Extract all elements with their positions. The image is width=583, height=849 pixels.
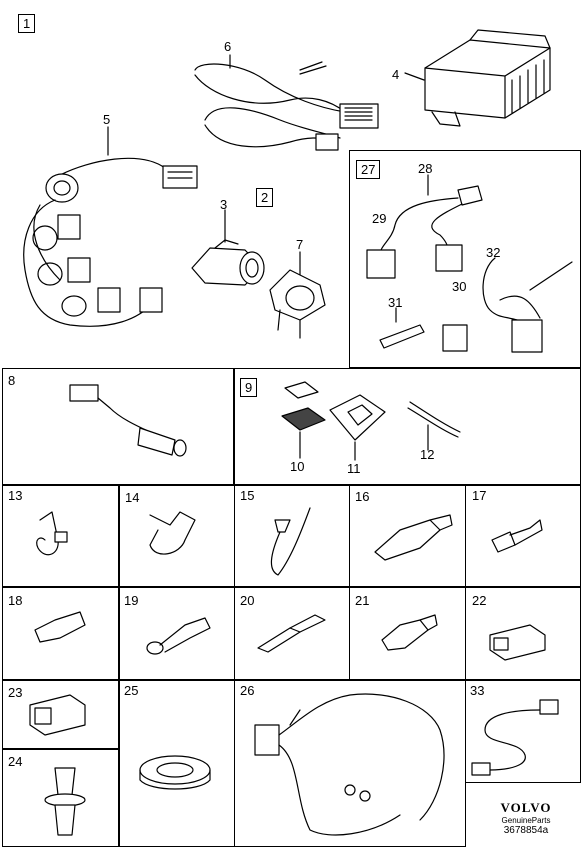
tape-roll-25-drawing: [139, 755, 211, 790]
part-label-3: 3: [220, 197, 228, 212]
part-label-28: 28: [418, 161, 433, 176]
part-label-30: 30: [452, 279, 467, 294]
cable-tie-15-drawing: [270, 507, 311, 576]
volvo-logo: VOLVO: [500, 800, 552, 815]
panel-24: [2, 749, 119, 847]
panel-8: [2, 368, 234, 485]
brand-block: VOLVO GenuineParts 3678854a: [476, 800, 576, 836]
harness-26-drawing: [254, 693, 445, 836]
control-module-drawing: [404, 29, 551, 127]
terminal-20-drawing: [257, 614, 326, 653]
wiring-kit-27-drawing: [366, 174, 573, 353]
part-label-5: 5: [103, 112, 111, 127]
clip-13-drawing: [36, 511, 68, 556]
group-label-2: 2: [256, 188, 274, 207]
part-label-21: 21: [355, 593, 370, 608]
part-label-10: 10: [290, 459, 305, 474]
panel-33: [465, 680, 581, 783]
part-label-18: 18: [8, 593, 23, 608]
part-label-25: 25: [124, 683, 139, 698]
part-label-26: 26: [240, 683, 255, 698]
panel-17: [465, 485, 581, 587]
part-label-33: 33: [470, 683, 485, 698]
group-label-27: 27: [356, 160, 381, 179]
panel-27: [349, 150, 581, 368]
part-label-20: 20: [240, 593, 255, 608]
ring-terminal-19-drawing: [146, 617, 211, 655]
panel-18: [2, 587, 119, 680]
part-label-22: 22: [472, 593, 487, 608]
part-label-32: 32: [486, 245, 501, 260]
part-label-11: 11: [347, 461, 361, 476]
cable-harness-6-drawing: [194, 54, 379, 151]
part-label-31: 31: [388, 295, 403, 310]
terminal-21-drawing: [381, 614, 438, 651]
part-label-8: 8: [8, 373, 16, 388]
sensor-harness-5-drawing: [23, 126, 198, 327]
part-label-17: 17: [472, 488, 487, 503]
gasket-kit-drawing: [281, 381, 461, 461]
part-label-23: 23: [8, 685, 23, 700]
panel-23: [2, 680, 119, 749]
panel-22: [465, 587, 581, 680]
part-label-6: 6: [224, 39, 232, 54]
panel-9: [234, 368, 581, 485]
group-label-1: 1: [18, 14, 36, 33]
terminal-18-drawing: [34, 611, 86, 643]
terminal-16-drawing: [374, 514, 453, 561]
parking-sensor-3-drawing: [191, 209, 265, 286]
part-label-19: 19: [124, 593, 139, 608]
panel-13: [2, 485, 119, 587]
brand-tagline: GenuineParts: [501, 816, 551, 825]
fuse-holder-8-drawing: [69, 384, 187, 457]
harness-33-drawing: [471, 699, 559, 776]
housing-22-drawing: [489, 624, 546, 661]
part-label-24: 24: [8, 754, 23, 769]
terminal-17-drawing: [491, 519, 543, 553]
part-label-15: 15: [240, 488, 255, 503]
part-label-7: 7: [296, 237, 304, 252]
part-label-13: 13: [8, 488, 23, 503]
clip-14-drawing: [149, 511, 196, 555]
part-label-29: 29: [372, 211, 387, 226]
push-pin-24-drawing: [44, 767, 86, 836]
sensor-holder-7-drawing: [269, 251, 326, 339]
part-label-16: 16: [355, 489, 370, 504]
housing-23-drawing: [29, 694, 86, 736]
part-label-4: 4: [392, 67, 400, 82]
group-label-9: 9: [240, 378, 258, 397]
part-label-14: 14: [125, 490, 140, 505]
drawing-number: 3678854a: [503, 825, 549, 836]
part-label-12: 12: [420, 447, 435, 462]
